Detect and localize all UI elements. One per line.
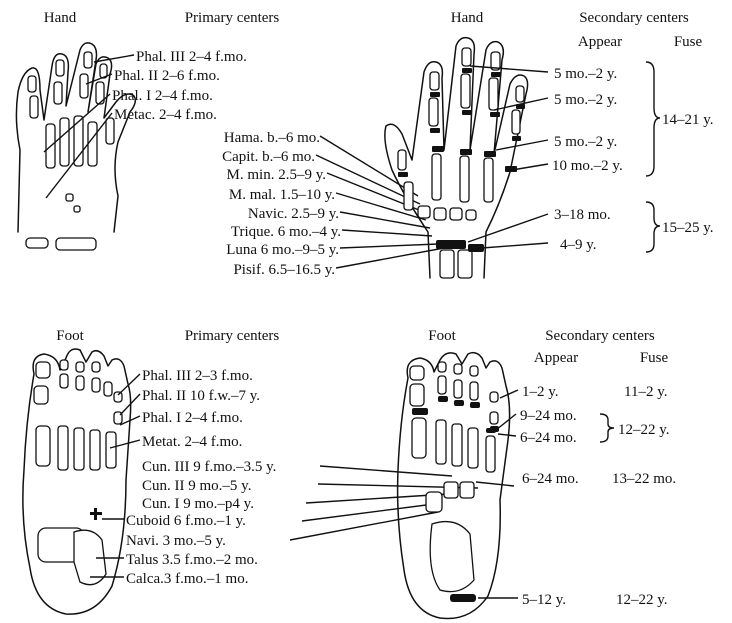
hand-secondary-header: Secondary centers	[579, 10, 689, 26]
hand-fuse-1: 14–21 y.	[662, 112, 714, 128]
hand-appear-6: 4–9 y.	[560, 237, 597, 253]
hand-secondary-appear-header: Appear	[578, 34, 622, 50]
label-foot-cun2: Cun. II 9 mo.–5 y.	[142, 478, 251, 494]
label-hand-mmin: M. min. 2.5–9 y.	[227, 167, 326, 183]
label-hand-navic: Navic. 2.5–9 y.	[248, 206, 339, 222]
hand-appear-1: 5 mo.–2 y.	[554, 66, 617, 82]
hand-secondary-title: Hand	[451, 10, 484, 26]
foot-fuse-1: 11–2 y.	[624, 384, 667, 400]
hand-appear-4: 10 mo.–2 y.	[552, 158, 623, 174]
label-foot-metat: Metat. 2–4 f.mo.	[142, 434, 242, 450]
label-hand-metac: Metac. 2–4 f.mo.	[114, 107, 217, 123]
foot-fuse-2: 12–22 y.	[618, 422, 670, 438]
label-foot-cun1: Cun. I 9 mo.–p4 y.	[142, 496, 254, 512]
hand-primary-labels: Phal. III 2–4 f.mo. Phal. II 2–6 f.mo. P…	[112, 49, 341, 278]
hand-appear-3: 5 mo.–2 y.	[554, 134, 617, 150]
foot-fuse-3: 13–22 mo.	[612, 471, 676, 487]
label-foot-talus: Talus 3.5 f.mo.–2 mo.	[126, 552, 258, 568]
label-foot-cuboid: Cuboid 6 f.mo.–1 y.	[126, 513, 246, 529]
foot-appear-4: 6–24 mo.	[522, 471, 579, 487]
foot-appear-5: 5–12 y.	[522, 592, 566, 608]
hand-primary-title: Hand	[44, 10, 77, 26]
label-foot-phal1: Phal. I 2–4 f.mo.	[142, 410, 243, 426]
label-foot-navi: Navi. 3 mo.–5 y.	[126, 533, 226, 549]
label-hand-luna: Luna 6 mo.–9–5 y.	[226, 242, 339, 258]
label-hand-trique: Trique. 6 mo.–4 y.	[231, 224, 341, 240]
label-foot-calca: Calca.3 f.mo.–1 mo.	[126, 571, 248, 587]
hand-fuse-2: 15–25 y.	[662, 220, 714, 236]
label-foot-phal2: Phal. II 10 f.w.–7 y.	[142, 388, 260, 404]
foot-fuse-4: 12–22 y.	[616, 592, 668, 608]
foot-secondary-drawing	[398, 353, 510, 619]
label-hand-pisif: Pisif. 6.5–16.5 y.	[233, 262, 335, 278]
foot-secondary-title: Foot	[428, 328, 456, 344]
foot-appear-3: 6–24 mo.	[520, 430, 577, 446]
foot-secondary-fuse-header: Fuse	[640, 350, 669, 366]
foot-primary-title: Foot	[56, 328, 84, 344]
hand-secondary-fuse-header: Fuse	[674, 34, 703, 50]
label-hand-hamate: Hama. b.–6 mo.	[224, 130, 320, 146]
label-foot-phal3: Phal. III 2–3 f.mo.	[142, 368, 253, 384]
foot-secondary-header: Secondary centers	[545, 328, 655, 344]
hand-appear-2: 5 mo.–2 y.	[554, 92, 617, 108]
foot-appear-2: 9–24 mo.	[520, 408, 577, 424]
foot-secondary-labels: 1–2 y. 9–24 mo. 6–24 mo. 6–24 mo. 5–12 y…	[520, 384, 676, 608]
label-hand-phal2: Phal. II 2–6 f.mo.	[114, 68, 220, 84]
label-foot-cun3: Cun. III 9 f.mo.–3.5 y.	[142, 459, 276, 475]
foot-primary-header: Primary centers	[185, 328, 280, 344]
hand-secondary-labels: 5 mo.–2 y. 5 mo.–2 y. 5 mo.–2 y. 10 mo.–…	[552, 66, 714, 253]
foot-primary-drawing	[23, 349, 131, 614]
label-hand-phal1: Phal. I 2–4 f.mo.	[112, 88, 213, 104]
hand-secondary-drawing	[385, 38, 528, 278]
hand-primary-header: Primary centers	[185, 10, 280, 26]
foot-primary-labels: Phal. III 2–3 f.mo. Phal. II 10 f.w.–7 y…	[126, 368, 276, 587]
label-hand-phal3: Phal. III 2–4 f.mo.	[136, 49, 247, 65]
label-hand-capitate: Capit. b.–6 mo.	[222, 149, 315, 165]
foot-secondary-appear-header: Appear	[534, 350, 578, 366]
foot-primary-mid-leaders	[320, 466, 452, 476]
foot-appear-1: 1–2 y.	[522, 384, 559, 400]
label-hand-mmal: M. mal. 1.5–10 y.	[229, 187, 335, 203]
hand-appear-5: 3–18 mo.	[554, 207, 611, 223]
